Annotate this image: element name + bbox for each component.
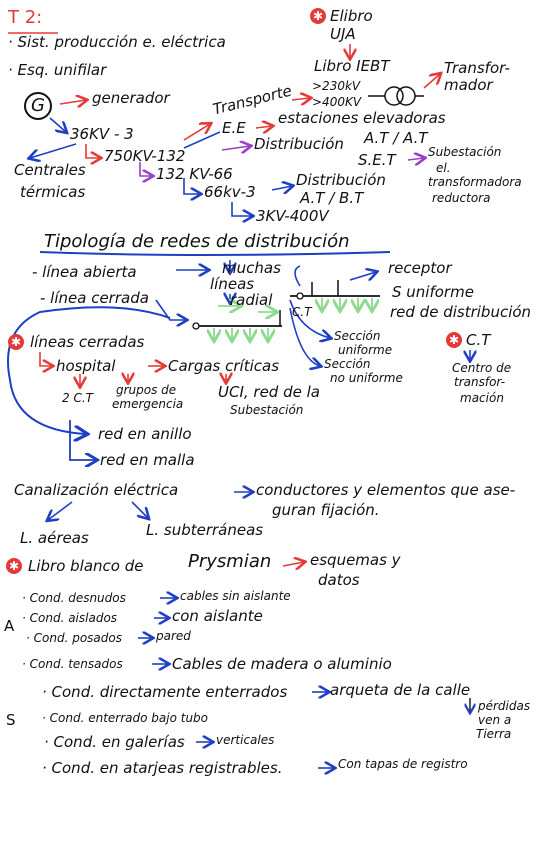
seccion-uniforme: Sección bbox=[334, 329, 381, 343]
star-icon: ✱ bbox=[310, 8, 326, 24]
voltage-36kv: 36KV - 3 bbox=[70, 125, 134, 143]
set-label: S.E.T bbox=[358, 151, 396, 169]
set-desc: reductora bbox=[432, 191, 491, 205]
red-dist-label: red de distribución bbox=[390, 303, 532, 321]
cond-note: pérdidas bbox=[478, 699, 531, 713]
cond-item: · Cond. posados bbox=[26, 631, 122, 645]
plants-label: térmicas bbox=[20, 183, 86, 201]
libro-title: Elibro bbox=[330, 7, 373, 25]
ct2-label: C.T bbox=[466, 331, 491, 349]
s-uniforme-label: S uniforme bbox=[392, 283, 474, 301]
cond-result: pared bbox=[156, 629, 191, 643]
uci-label: UCI, red de la bbox=[218, 383, 320, 401]
seccion-no-uniforme: Sección bbox=[324, 357, 371, 371]
grupos-label: grupos de bbox=[116, 383, 177, 397]
lineas-label: líneas bbox=[210, 275, 255, 293]
open-line: - línea abierta bbox=[32, 263, 137, 281]
prysmian-desc: esquemas y bbox=[310, 551, 401, 569]
voltage-132: 132 KV-66 bbox=[156, 165, 233, 183]
list-item: · Esq. unifilar bbox=[8, 61, 107, 79]
hospital-label: hospital bbox=[56, 357, 116, 375]
set-desc: transformadora bbox=[428, 175, 522, 189]
ee-desc: estaciones elevadoras bbox=[278, 109, 446, 127]
canal-title: Canalización eléctrica bbox=[14, 481, 179, 499]
prysmian-brand: Prysmian bbox=[188, 551, 272, 572]
page-title: T 2: bbox=[8, 7, 43, 28]
cond-item: · Cond. en atarjeas registrables. bbox=[42, 759, 283, 777]
voltage-3: 3KV-400V bbox=[256, 207, 329, 225]
grupos-label: emergencia bbox=[112, 397, 184, 411]
canal-desc: guran fijación. bbox=[272, 501, 380, 519]
distrib-label: Distribución bbox=[296, 171, 386, 189]
transformer-label: Transfor-mador bbox=[444, 59, 510, 94]
group-a-label: A bbox=[4, 617, 15, 635]
star-icon: ✱ bbox=[8, 334, 24, 350]
cond-note: ven a bbox=[478, 713, 512, 727]
muchas-label: muchas bbox=[222, 259, 281, 277]
seccion-uniforme: uniforme bbox=[338, 343, 393, 357]
ct-label: C.T bbox=[292, 305, 312, 319]
plants-label: Centrales bbox=[14, 161, 86, 179]
libro-source: UJA bbox=[330, 25, 356, 43]
cond-result: Cables de madera o aluminio bbox=[172, 655, 392, 673]
cond-result: Con tapas de registro bbox=[338, 757, 468, 771]
distrib-level: A.T / B.T bbox=[300, 189, 364, 207]
set-desc: el. bbox=[436, 161, 451, 175]
transport-v2: >400KV bbox=[312, 95, 362, 109]
seccion-no-uniforme: no uniforme bbox=[330, 371, 403, 385]
cond-item: · Cond. enterrado bajo tubo bbox=[42, 711, 209, 725]
subt-label: L. subterráneas bbox=[146, 521, 264, 539]
centro-label: mación bbox=[460, 391, 504, 405]
cond-result: arqueta de la calle bbox=[330, 681, 471, 699]
closed-lines-title: líneas cerradas bbox=[30, 333, 145, 351]
voltage-750: 750KV-132 bbox=[104, 147, 186, 165]
centro-label: Centro de bbox=[452, 361, 512, 375]
cond-note: Tierra bbox=[476, 727, 512, 741]
list-item: · Sist. producción e. eléctrica bbox=[8, 33, 226, 51]
libro-name: Libro IEBT bbox=[314, 57, 390, 75]
anillo-label: red en anillo bbox=[98, 425, 192, 443]
set-desc: Subestación bbox=[428, 145, 502, 159]
typology-heading: Tipología de redes de distribución bbox=[44, 231, 350, 252]
two-ct-label: 2 C.T bbox=[62, 391, 93, 405]
cond-item: · Cond. en galerías bbox=[44, 733, 185, 751]
cond-item: · Cond. tensados bbox=[22, 657, 123, 671]
radial-label: radial bbox=[230, 291, 273, 309]
uci-label: Subestación bbox=[230, 403, 304, 417]
group-s-label: S bbox=[6, 711, 16, 729]
transport-v1: >230kV bbox=[312, 79, 361, 93]
cond-item: · Cond. aislados bbox=[22, 611, 118, 625]
cond-item: · Cond. desnudos bbox=[22, 591, 126, 605]
ee-distrib: Distribución bbox=[254, 135, 344, 153]
voltage-66: 66kv-3 bbox=[204, 183, 256, 201]
malla-label: red en malla bbox=[100, 451, 195, 469]
centro-label: transfor- bbox=[454, 375, 506, 389]
ee-level: A.T / A.T bbox=[364, 129, 428, 147]
cond-result: con aislante bbox=[172, 607, 263, 625]
closed-line: - línea cerrada bbox=[40, 289, 149, 307]
aereas-label: L. aéreas bbox=[20, 529, 89, 547]
canal-desc: conductores y elementos que ase- bbox=[256, 481, 516, 499]
receptor-label: receptor bbox=[388, 259, 452, 277]
generator-label: generador bbox=[92, 89, 170, 107]
cargas-label: Cargas críticas bbox=[168, 357, 280, 375]
ee-label: E.E bbox=[222, 119, 246, 137]
star-icon: ✱ bbox=[6, 558, 22, 574]
prysmian-title: Libro blanco de bbox=[28, 557, 144, 575]
cond-item: · Cond. directamente enterrados bbox=[42, 683, 288, 701]
cond-result: verticales bbox=[216, 733, 275, 747]
prysmian-desc: datos bbox=[318, 571, 360, 589]
cond-result: cables sin aislante bbox=[180, 589, 291, 603]
star-icon: ✱ bbox=[446, 332, 462, 348]
generator-icon: G bbox=[24, 92, 52, 120]
